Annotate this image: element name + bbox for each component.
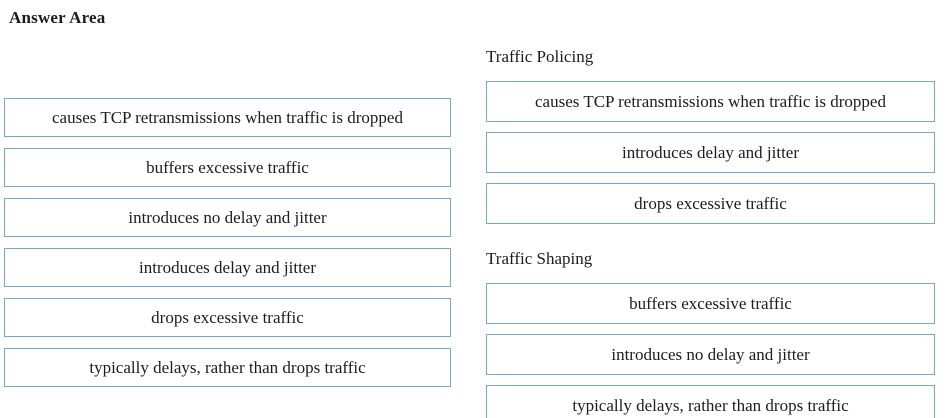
- target-token[interactable]: introduces no delay and jitter: [486, 334, 935, 375]
- source-token[interactable]: introduces no delay and jitter: [4, 198, 451, 237]
- source-token[interactable]: typically delays, rather than drops traf…: [4, 348, 451, 387]
- target-token[interactable]: causes TCP retransmissions when traffic …: [486, 81, 935, 122]
- source-token-list: causes TCP retransmissions when traffic …: [4, 98, 451, 398]
- source-token[interactable]: drops excessive traffic: [4, 298, 451, 337]
- source-token[interactable]: introduces delay and jitter: [4, 248, 451, 287]
- answer-area-title: Answer Area: [9, 8, 106, 27]
- target-token[interactable]: drops excessive traffic: [486, 183, 935, 224]
- target-token[interactable]: introduces delay and jitter: [486, 132, 935, 173]
- target-groups: Traffic Policing causes TCP retransmissi…: [486, 46, 935, 418]
- source-token[interactable]: causes TCP retransmissions when traffic …: [4, 98, 451, 137]
- target-group-traffic-shaping: buffers excessive traffic introduces no d…: [486, 283, 935, 418]
- target-token[interactable]: typically delays, rather than drops traf…: [486, 385, 935, 418]
- target-group-traffic-policing: causes TCP retransmissions when traffic …: [486, 81, 935, 234]
- group-heading-traffic-shaping: Traffic Shaping: [486, 249, 593, 268]
- source-token[interactable]: buffers excessive traffic: [4, 148, 451, 187]
- target-token[interactable]: buffers excessive traffic: [486, 283, 935, 324]
- group-heading-traffic-policing: Traffic Policing: [486, 47, 594, 66]
